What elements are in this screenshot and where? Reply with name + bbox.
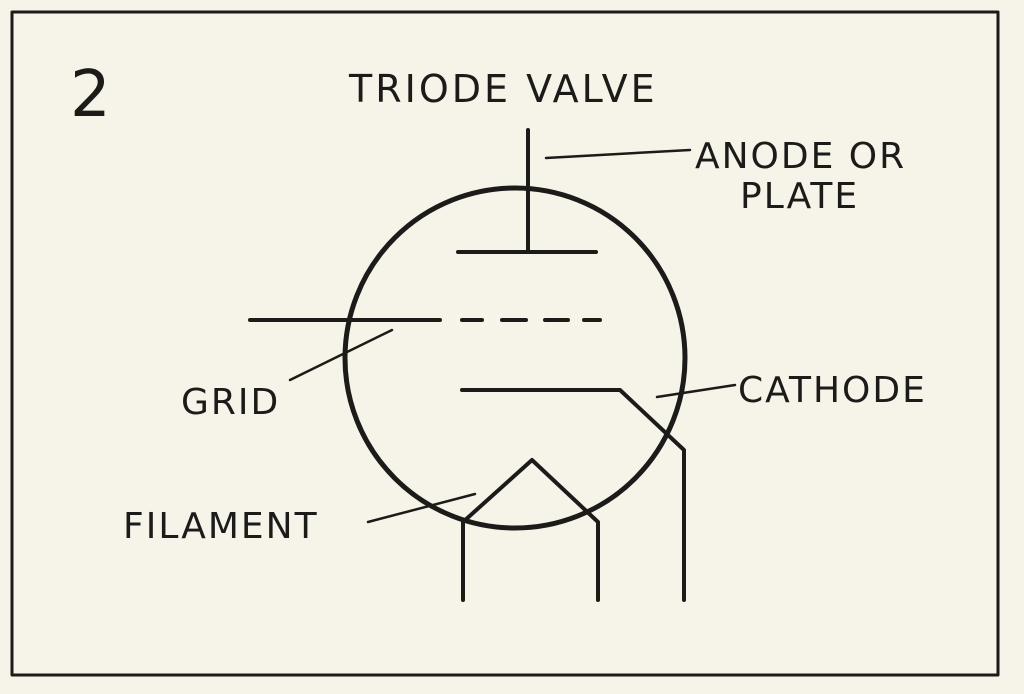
cathode-electrode [460,388,686,602]
filament-leader-line [366,492,477,524]
filament-label: FILAMENT [123,506,319,547]
anode-leader-line [544,148,692,160]
anode-label-line2: PLATE [740,176,859,217]
figure-number: 2 [70,58,111,132]
grid-leader-line [288,328,394,382]
valve-envelope [342,185,688,531]
anode-plate [456,128,598,254]
filament-electrode [461,458,600,602]
diagram-title: TRIODE VALVE [348,67,658,111]
grid-label: GRID [181,382,280,423]
anode-label-line1: ANODE OR [695,136,906,177]
cathode-label: CATHODE [738,370,927,411]
frame-border [10,10,1000,677]
cathode-leader-line [655,383,737,399]
